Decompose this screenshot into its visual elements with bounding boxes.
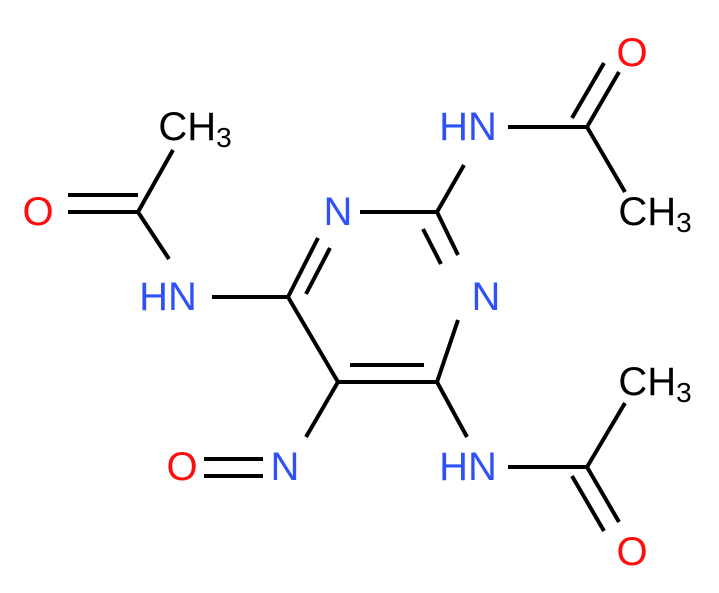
bonds (68, 61, 627, 533)
bond-c4-n3-inner (304, 247, 332, 295)
atom-hn-lower-right: HN (439, 445, 497, 489)
bond-c5-nitroso-n (304, 380, 340, 439)
bond-c4-n3 (286, 237, 320, 298)
bond-n1-c6 (435, 319, 460, 383)
atom-labels: O HN CH3 O N CH3 HN N CH3 O N HN O (22, 31, 691, 574)
atom-nitrogen-nitroso: N (271, 445, 300, 489)
atom-methyl-upper-left: CH3 (158, 105, 231, 153)
bond-c6-nh (435, 381, 469, 438)
atom-methyl-right-mid: CH3 (618, 190, 691, 238)
bond-c2-n1 (435, 211, 460, 256)
atom-nitrogen-ring-right: N (472, 275, 501, 319)
bond-carbonyl-ch3-left (136, 149, 175, 213)
atom-oxygen-left: O (22, 190, 53, 234)
bond-carbonyl-o-2 (570, 61, 606, 120)
atom-nh-top-right: HN (439, 105, 497, 149)
atom-oxygen-nitroso: O (166, 445, 197, 489)
atom-oxygen-bottom-right: O (616, 530, 647, 574)
bond-c2-n1-inner (421, 228, 443, 265)
atom-oxygen-top-right: O (616, 31, 647, 75)
bond-carbonyl-o-lower-2 (570, 474, 606, 533)
bond-carbonyl-o-1 (585, 70, 621, 129)
bond-c2-nh (435, 164, 466, 213)
bond-nh-carbonyl-left (136, 210, 171, 261)
bond-carbonyl-o-lower-1 (585, 465, 621, 524)
bond-c5-c4 (286, 295, 340, 384)
atom-methyl-lower-right: CH3 (618, 360, 691, 408)
bond-carbonyl-ch3 (585, 125, 627, 194)
atom-hn-left: HN (139, 275, 197, 319)
bond-carbonyl-ch3-lower (585, 401, 627, 469)
atom-nitrogen-ring-upper: N (324, 190, 353, 234)
